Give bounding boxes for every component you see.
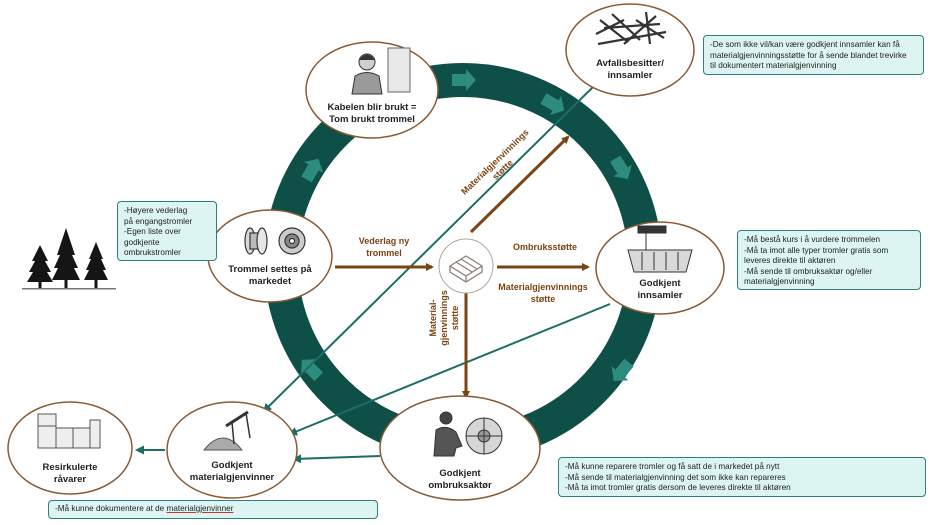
note-line: -Må sende til ombruksaktør og/eller xyxy=(744,266,873,276)
node-materialgjenvinner-label-2: materialgjenvinner xyxy=(190,472,275,483)
wood-scrap-icon xyxy=(595,11,667,46)
ring-arrow xyxy=(540,93,565,116)
ring-arrow xyxy=(610,155,632,180)
node-avfall: Avfallsbesitter/ innsamler xyxy=(565,3,695,97)
edge-label-ombruksstotte: Ombruksstøtte xyxy=(513,242,577,252)
node-trommel-label-2: markedet xyxy=(249,276,292,287)
ring-arrow xyxy=(452,69,476,91)
node-avfall-label-1: Avfallsbesitter/ xyxy=(596,58,664,69)
note-top-right: -De som ikke vil/kan være godkjent innsa… xyxy=(703,35,924,75)
node-resirk-label-1: Resirkulerte xyxy=(43,462,98,473)
chip-pile-icon xyxy=(202,410,251,451)
note-line: på engangstromler xyxy=(124,216,193,226)
pallet-hub xyxy=(438,238,494,294)
note-line: -Må kunne reparere tromler og få satt de… xyxy=(565,462,780,471)
note-line: -Må bestå kurs i å vurdere trommelen xyxy=(744,235,881,244)
note-line: -Høyere vederlag xyxy=(124,206,188,215)
note-bottom-prefix: -Må kunne dokumentere at de xyxy=(55,504,167,513)
collection-bin-icon xyxy=(627,225,693,273)
edge-label-matgjen-down-2: gjenvinnings xyxy=(439,290,449,346)
edge-label-vederlag-2: trommel xyxy=(366,248,402,258)
ring-arrow xyxy=(301,158,324,183)
note-line: -Må ta imot tromler gratis dersom de lev… xyxy=(565,483,791,492)
brown-flows xyxy=(335,135,590,399)
note-line: leveres direkte til aktøren xyxy=(744,256,836,265)
node-materialgjenvinner: Godkjent materialgjenvinner xyxy=(166,401,298,499)
note-line: ombrukstromler xyxy=(124,248,181,257)
note-line: -Må ta imot alle typer tromler gratis so… xyxy=(744,245,889,255)
edge-label-matgjen-down-3: støtte xyxy=(450,306,460,331)
edge-label-vederlag-1: Vederlag ny xyxy=(359,236,410,246)
node-trommel-label-1: Trommel settes på xyxy=(228,264,312,275)
node-avfall-label-2: innsamler xyxy=(608,70,653,81)
ring-arrow xyxy=(611,358,634,381)
node-resirk-label-2: råvarer xyxy=(54,474,87,485)
arrow-avfall-to-materialgjenvinner xyxy=(262,86,594,413)
note-bottom: -Må kunne dokumentere at de materialgjen… xyxy=(48,500,378,519)
teal-flows xyxy=(117,86,611,464)
note-line: -Egen liste over xyxy=(124,227,181,236)
node-kabel-label-2: Tom brukt trommel xyxy=(329,114,415,125)
arrow-ombruk-to-materialgjenvinner xyxy=(292,454,381,464)
note-bottom-underlined: materialgjenvinner xyxy=(166,504,234,513)
node-innsamler-label-1: Godkjent xyxy=(639,278,681,289)
note-line: -Må sende til materialgjenvinning det so… xyxy=(565,472,786,482)
arrow-hub-to-avfall xyxy=(469,135,570,234)
edge-label-matgjen-right-2: støtte xyxy=(531,294,556,304)
ring-arrow xyxy=(301,359,324,382)
note-line: godkjente xyxy=(124,237,160,247)
node-innsamler: Godkjent innsamler xyxy=(595,221,725,315)
edge-label-matgjen-diag: Materialgjenvinnings støtte xyxy=(459,127,530,196)
node-ombruk-label-2: ombruksaktør xyxy=(428,480,492,491)
node-trommel: Trommel settes på markedet xyxy=(207,209,333,303)
edge-label-matgjen-right-1: Materialgjenvinnings xyxy=(498,282,588,292)
kitchen-furniture-icon xyxy=(37,413,101,449)
edge-label-matgjen-down-1: Material- xyxy=(428,299,438,336)
node-innsamler-label-2: innsamler xyxy=(638,290,683,301)
edge-label-matgjen-down: Material- gjenvinnings støtte xyxy=(428,290,460,346)
note-line: materialgjenvinningsstøtte for å sende b… xyxy=(710,50,907,60)
node-ombruk-label-1: Godkjent xyxy=(439,468,481,479)
node-materialgjenvinner-label-1: Godkjent xyxy=(211,460,253,471)
node-resirk: Resirkulerte råvarer xyxy=(7,401,133,495)
repair-worker-icon xyxy=(433,411,503,457)
cable-drum-icon xyxy=(244,227,306,255)
pallet-icon xyxy=(448,255,484,283)
note-left: -Høyere vederlag på engangstromler -Egen… xyxy=(117,201,217,261)
note-line: til dokumentert materialgjenvinning xyxy=(710,61,837,70)
worker-icon xyxy=(351,47,411,95)
node-ombruk: Godkjent ombruksaktør xyxy=(379,395,541,501)
ring-arrows xyxy=(301,69,634,382)
node-kabel-label-1: Kabelen blir brukt = xyxy=(328,102,417,113)
note-bottom-right: -Må kunne reparere tromler og få satt de… xyxy=(558,457,926,497)
note-right: -Må bestå kurs i å vurdere trommelen -Må… xyxy=(737,230,921,290)
note-line: materialgjenvinning xyxy=(744,277,815,286)
node-kabel: Kabelen blir brukt = Tom brukt trommel xyxy=(305,41,439,139)
forest-icon xyxy=(22,228,116,290)
arrow-innsamler-to-materialgjenvinner xyxy=(288,303,611,436)
note-line: -De som ikke vil/kan være godkjent innsa… xyxy=(710,40,900,49)
